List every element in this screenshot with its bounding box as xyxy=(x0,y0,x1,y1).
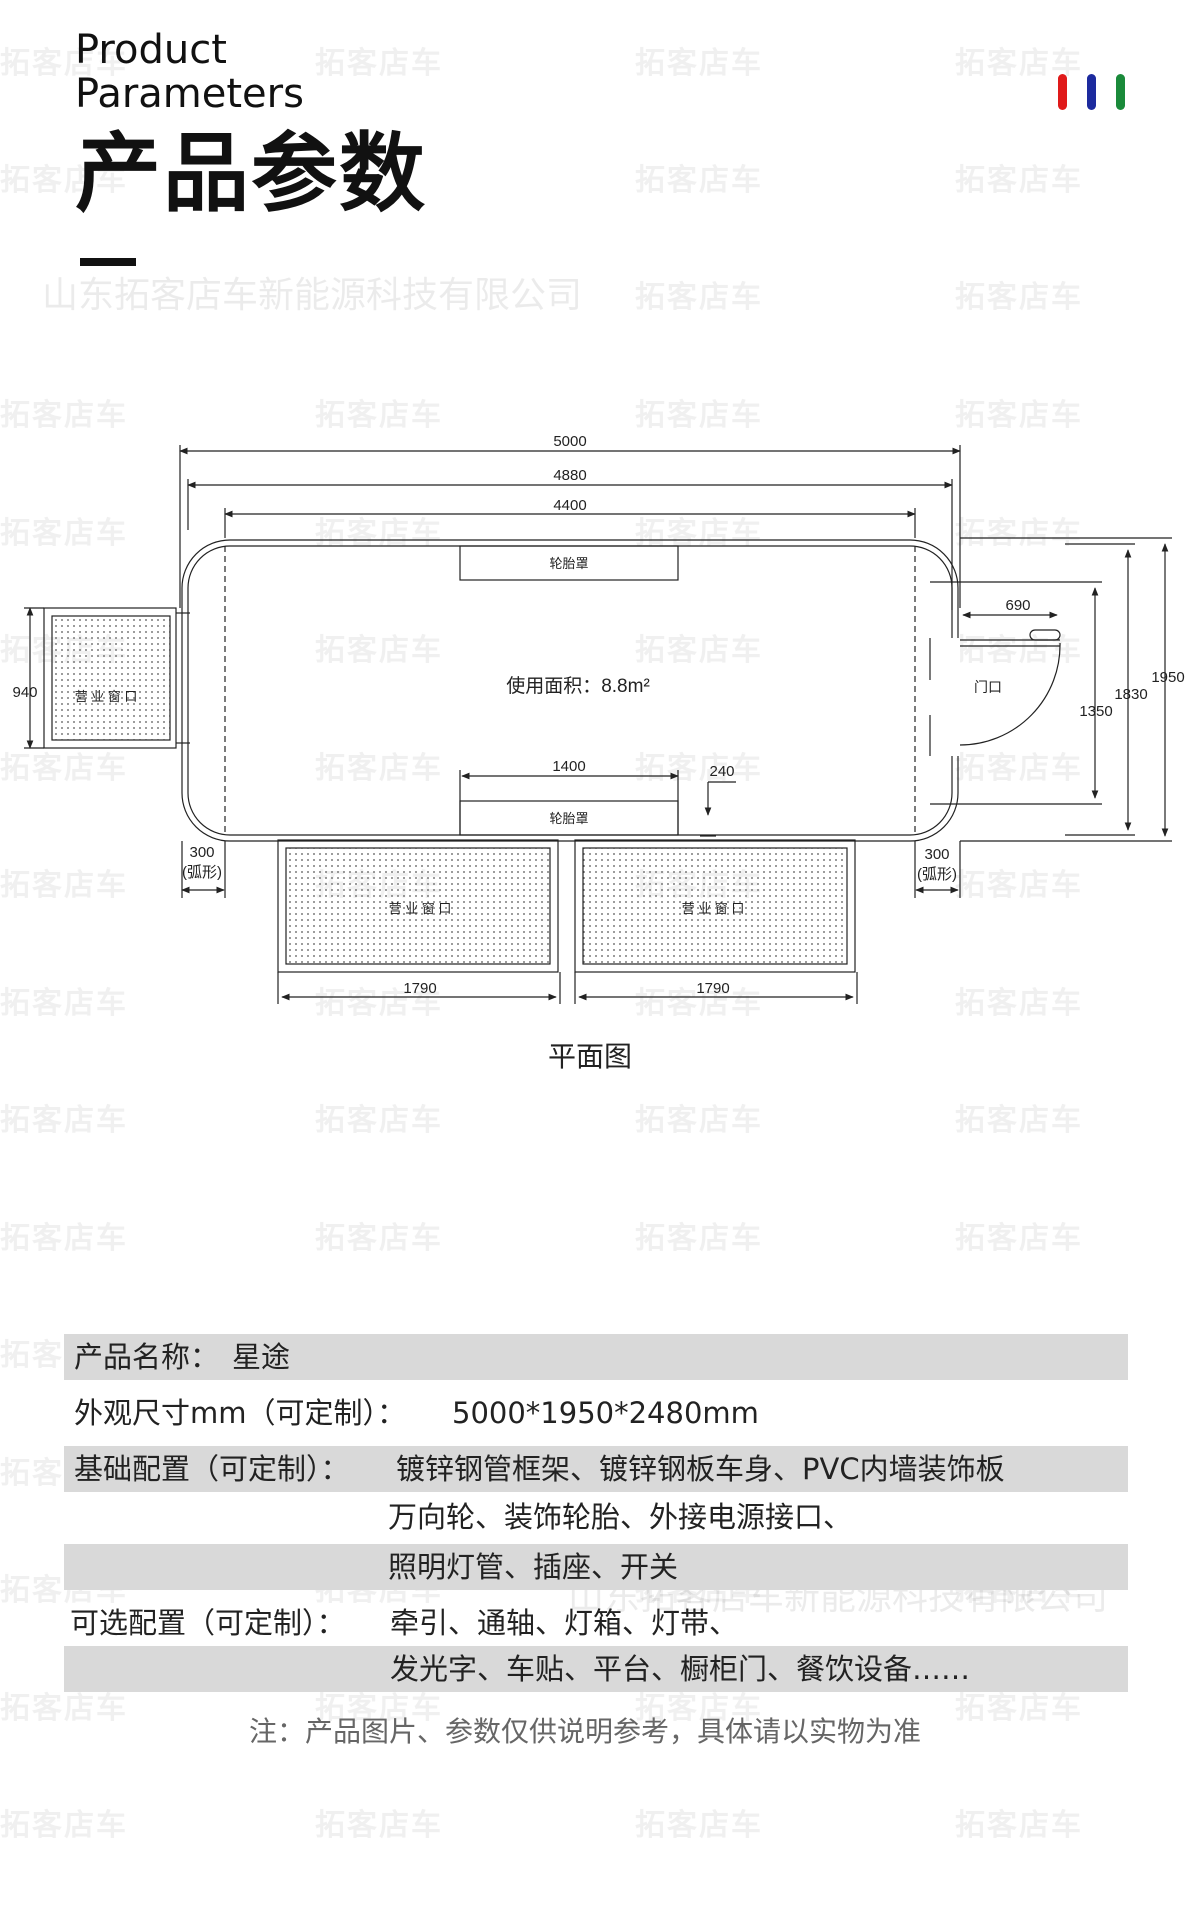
wheel-cover-top-label: 轮胎罩 xyxy=(549,556,588,571)
floor-plan: 5000 4880 4400 轮胎罩 轮胎罩 使用面积：8.8m² 门口 690… xyxy=(0,420,1200,1020)
param-size-value: 5000*1950*2480mm xyxy=(452,1396,759,1430)
param-optional-label: 可选配置（可定制）： xyxy=(70,1606,346,1640)
door-label: 门口 xyxy=(974,679,1002,695)
dim-1790-right: 1790 xyxy=(696,980,729,997)
dim-940: 940 xyxy=(12,684,37,701)
watermark-company: 山东拓客店车新能源科技有限公司 xyxy=(42,275,583,316)
dim-300-right: 300 xyxy=(924,846,949,863)
watermark-brand: 拓客店车 xyxy=(635,163,763,198)
dim-690: 690 xyxy=(1005,597,1030,614)
title-underline xyxy=(80,258,136,266)
dim-1400: 1400 xyxy=(552,758,585,775)
area-label: 使用面积：8.8m² xyxy=(506,675,650,697)
window-bottom-right-label: 营 业 窗 口 xyxy=(682,901,745,916)
arc-left: (弧形) xyxy=(182,864,222,881)
watermark-brand: 拓客店车 xyxy=(955,1808,1083,1843)
param-row-shade xyxy=(64,1544,1128,1590)
dim-1950: 1950 xyxy=(1151,669,1184,686)
red-bar xyxy=(1058,74,1067,110)
watermark-brand: 拓客店车 xyxy=(635,1221,763,1256)
green-bar xyxy=(1116,74,1125,110)
title-en-line1: Product xyxy=(75,27,227,73)
watermark-brand: 拓客店车 xyxy=(0,1808,128,1843)
param-basic-line1: 镀锌钢管框架、镀锌钢板车身、PVC内墙装饰板 xyxy=(396,1452,1005,1486)
plan-caption: 平面图 xyxy=(547,1040,632,1073)
title-cn: 产品参数 xyxy=(75,124,427,224)
param-row-shade xyxy=(64,1446,1128,1492)
watermark-brand: 拓客店车 xyxy=(0,1221,128,1256)
watermark-brand: 拓客店车 xyxy=(315,1221,443,1256)
watermark-brand: 拓客店车 xyxy=(635,46,763,81)
param-optional-line1: 牵引、通轴、灯箱、灯带、 xyxy=(390,1606,739,1640)
param-basic-label: 基础配置（可定制）： xyxy=(74,1452,350,1486)
param-size-label: 外观尺寸mm（可定制）： xyxy=(74,1396,406,1430)
title-en-line2: Parameters xyxy=(75,71,304,117)
wheel-cover-bottom-label: 轮胎罩 xyxy=(549,811,588,826)
watermark-brand: 拓客店车 xyxy=(315,1808,443,1843)
watermark-brand: 拓客店车 xyxy=(955,1221,1083,1256)
watermark-brand: 拓客店车 xyxy=(0,1103,128,1138)
param-optional-line2: 发光字、车贴、平台、橱柜门、餐饮设备…… xyxy=(390,1652,971,1686)
watermark-brand: 拓客店车 xyxy=(635,280,763,315)
disclaimer-note: 注：产品图片、参数仅供说明参考，具体请以实物为准 xyxy=(248,1715,921,1748)
arc-right: (弧形) xyxy=(917,866,957,883)
param-name-label: 产品名称： xyxy=(74,1340,220,1374)
watermark-brand: 拓客店车 xyxy=(315,1103,443,1138)
watermark-brand: 拓客店车 xyxy=(635,1103,763,1138)
watermark-brand: 拓客店车 xyxy=(955,280,1083,315)
param-name-value: 星途 xyxy=(232,1340,291,1374)
dim-240: 240 xyxy=(709,763,734,780)
watermark-brand: 拓客店车 xyxy=(955,1103,1083,1138)
title-en: Product Parameters xyxy=(75,28,304,116)
dim-4880: 4880 xyxy=(553,467,586,484)
param-row-shade xyxy=(64,1334,1128,1380)
param-basic-line3: 照明灯管、插座、开关 xyxy=(388,1550,679,1584)
param-row-shade xyxy=(64,1646,1128,1692)
dim-300-left: 300 xyxy=(189,844,214,861)
window-bottom-left-label: 营 业 窗 口 xyxy=(389,901,452,916)
floor-plan-drawing: 5000 4880 4400 轮胎罩 轮胎罩 使用面积：8.8m² 门口 690… xyxy=(12,433,1185,1004)
color-bars xyxy=(1058,74,1125,110)
dim-1350: 1350 xyxy=(1079,703,1112,720)
dim-5000: 5000 xyxy=(553,433,586,450)
dim-4400: 4400 xyxy=(553,497,586,514)
dim-1830: 1830 xyxy=(1114,686,1147,703)
param-basic-line2: 万向轮、装饰轮胎、外接电源接口、 xyxy=(388,1500,853,1534)
watermark-brand: 拓客店车 xyxy=(635,1808,763,1843)
watermark-brand: 拓客店车 xyxy=(955,163,1083,198)
blue-bar xyxy=(1087,74,1096,110)
watermark-brand: 拓客店车 xyxy=(315,46,443,81)
window-left-label: 营 业 窗 口 xyxy=(75,689,138,704)
dim-1790-left: 1790 xyxy=(403,980,436,997)
